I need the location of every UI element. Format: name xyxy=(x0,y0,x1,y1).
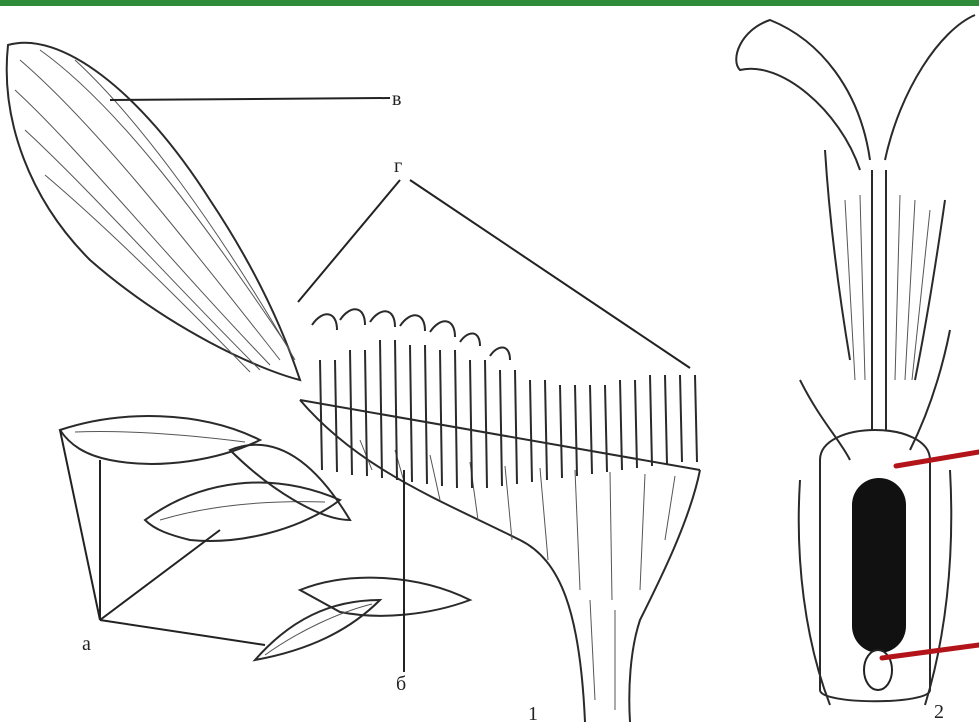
floret-section-illustration xyxy=(736,15,975,705)
leader-lines-fig1 xyxy=(60,98,690,672)
figure-number-1: 1 xyxy=(528,703,538,722)
label-receptacle: б xyxy=(396,673,406,695)
label-florets: г xyxy=(394,155,402,177)
seed-shape xyxy=(852,478,906,653)
label-bracts: а xyxy=(82,633,91,655)
label-petal: в xyxy=(392,88,401,110)
top-accent-bar xyxy=(0,0,979,6)
flower-head-illustration xyxy=(7,43,700,722)
pointer-upper xyxy=(896,452,979,466)
figure-number-2: 2 xyxy=(934,701,944,722)
